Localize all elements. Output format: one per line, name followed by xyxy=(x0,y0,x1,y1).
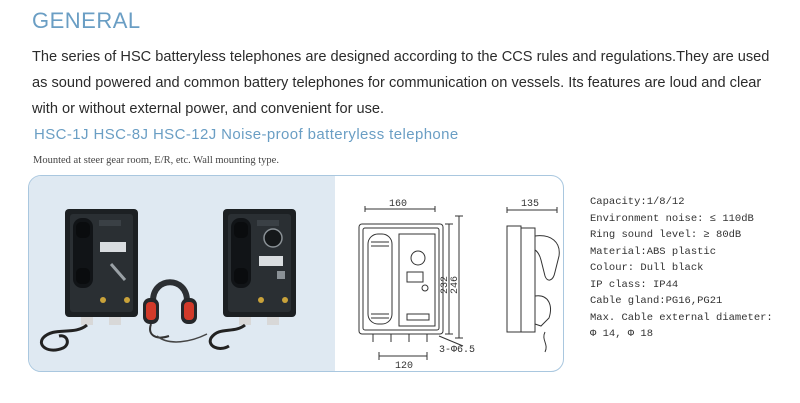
spec-ring-sound-level: Ring sound level: ≥ 80dB xyxy=(590,229,742,241)
spec-cable-diameter-values: Φ 14, Φ 18 xyxy=(590,328,654,340)
spec-colour: Colour: Dull black xyxy=(590,262,704,274)
side-view xyxy=(506,207,560,353)
spec-environment-noise: Environment noise: ≤ 110dB xyxy=(590,212,754,225)
dim-width-bottom: 120 xyxy=(395,361,413,371)
technical-drawing: 160 232 246 120 3-Φ6.5 135 xyxy=(358,199,560,371)
spec-material: Material:ABS plastic xyxy=(590,245,717,258)
dim-depth: 135 xyxy=(521,199,539,210)
spec-list: Capacity:1/8/12 Environment noise: ≤ 110… xyxy=(590,194,773,343)
dim-width-top: 160 xyxy=(389,199,407,210)
dim-holes: 3-Φ6.5 xyxy=(439,345,475,356)
mounting-note: Mounted at steer gear room, E/R, etc. Wa… xyxy=(33,155,279,166)
product-figure: 160 232 246 120 3-Φ6.5 135 xyxy=(28,175,564,372)
spec-cable-diameter-label: Max. Cable external diameter: xyxy=(590,311,773,324)
front-view xyxy=(358,206,464,360)
telephone-photo xyxy=(40,209,296,352)
dim-height-inner: 232 xyxy=(440,276,451,294)
spec-capacity: Capacity:1/8/12 xyxy=(590,196,685,208)
headset xyxy=(143,279,208,343)
telephone-hsc-8j xyxy=(208,209,296,350)
dim-height-outer: 246 xyxy=(450,276,461,294)
spec-ip-class: IP class: IP44 xyxy=(590,278,679,291)
section-heading: GENERAL xyxy=(32,8,141,33)
product-subtitle: HSC-1J HSC-8J HSC-12J Noise-proof batter… xyxy=(34,126,459,143)
spec-cable-gland: Cable gland:PG16,PG21 xyxy=(590,295,723,307)
intro-paragraph: The series of HSC batteryless telephones… xyxy=(32,49,770,117)
telephone-hsc-1j xyxy=(40,209,138,352)
